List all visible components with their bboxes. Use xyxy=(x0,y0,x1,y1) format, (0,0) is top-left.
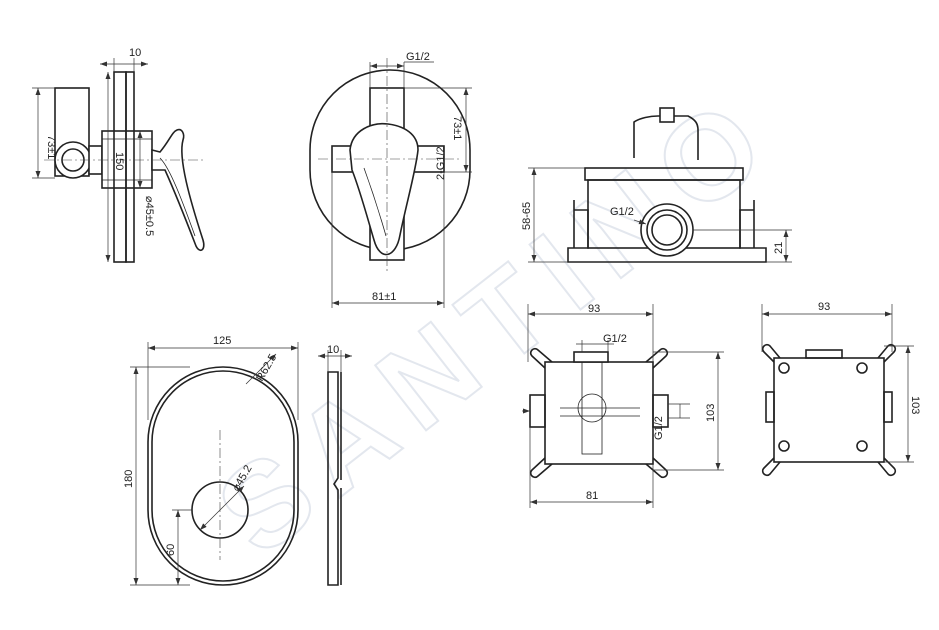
box-side-port-inner xyxy=(651,214,683,246)
box-back-side-right xyxy=(883,391,893,423)
box-side-port-outer xyxy=(640,203,694,257)
front-dim-thread-top: G1/2 xyxy=(406,51,430,63)
side-cover-rim xyxy=(125,71,135,263)
box-back-screw-tr xyxy=(856,362,868,374)
box-back-dim-height: 103 xyxy=(909,396,921,414)
plate-side-profile xyxy=(327,371,339,586)
box-side-view: 58-65 G1/2 21 xyxy=(521,107,792,263)
front-dim-width: 81±1 xyxy=(372,291,396,303)
side-housing xyxy=(101,130,153,189)
box-side-port-mid xyxy=(646,209,688,251)
side-dim-plate: 150 xyxy=(113,152,125,170)
side-view: 10 73±1 150 ⌀45±0.5 xyxy=(32,47,206,263)
box-back-screw-br xyxy=(856,440,868,452)
box-top-port-right xyxy=(652,394,669,428)
plate-outer xyxy=(147,366,299,586)
box-top-view: 93 G1/2 103 G1/2 81 xyxy=(522,303,724,508)
box-back-view: 93 103 xyxy=(761,301,921,477)
front-dim-height: 73±1 xyxy=(451,116,463,140)
box-top-ear-tr xyxy=(645,347,669,369)
watermark-text: SANTINO xyxy=(194,65,801,581)
box-side-dim-offset: 21 xyxy=(773,242,785,254)
box-top-label-thread-side: G1/2 xyxy=(653,416,665,440)
box-back-side-left xyxy=(765,391,775,423)
side-dim-diameter: ⌀45±0.5 xyxy=(143,196,155,236)
box-back-dim-width: 93 xyxy=(818,301,830,313)
box-top-label-thread-top: G1/2 xyxy=(603,333,627,345)
box-top-dim-height: 103 xyxy=(705,404,717,422)
box-top-dim-width: 93 xyxy=(588,303,600,315)
plate-dim-width: 125 xyxy=(213,335,231,347)
plate-dim-center: 60 xyxy=(165,544,177,556)
box-side-cap-top xyxy=(659,107,675,123)
plate-dim-thickness: 10 xyxy=(327,344,339,356)
box-top-outline xyxy=(544,361,654,465)
front-view: G1/2 73±1 2-G1/2 81±1 xyxy=(309,51,472,308)
box-side-dim-height: 58-65 xyxy=(521,202,533,230)
front-dim-thread-side: 2-G1/2 xyxy=(435,146,447,180)
box-side-base xyxy=(567,209,767,263)
box-back-screw-tl xyxy=(778,362,790,374)
front-handle xyxy=(349,122,419,256)
box-top-ear-tl xyxy=(529,347,553,369)
box-top-dim-bottom: 81 xyxy=(586,490,598,502)
plate-side-view: 10 xyxy=(318,344,352,586)
box-back-top-tab xyxy=(805,349,843,359)
plate-inner xyxy=(151,370,295,582)
box-top-port-top xyxy=(573,351,609,363)
side-dim-height: 73±1 xyxy=(45,135,57,159)
side-dim-top: 10 xyxy=(129,47,141,59)
plate-dim-radius: R62.5 xyxy=(254,352,279,383)
box-top-ear-bl xyxy=(529,457,553,479)
plate-dim-height: 180 xyxy=(123,470,135,488)
box-side-label-thread: G1/2 xyxy=(610,206,634,218)
box-top-ear-br xyxy=(645,457,669,479)
box-back-screw-bl xyxy=(778,440,790,452)
box-top-port-left xyxy=(529,394,546,428)
